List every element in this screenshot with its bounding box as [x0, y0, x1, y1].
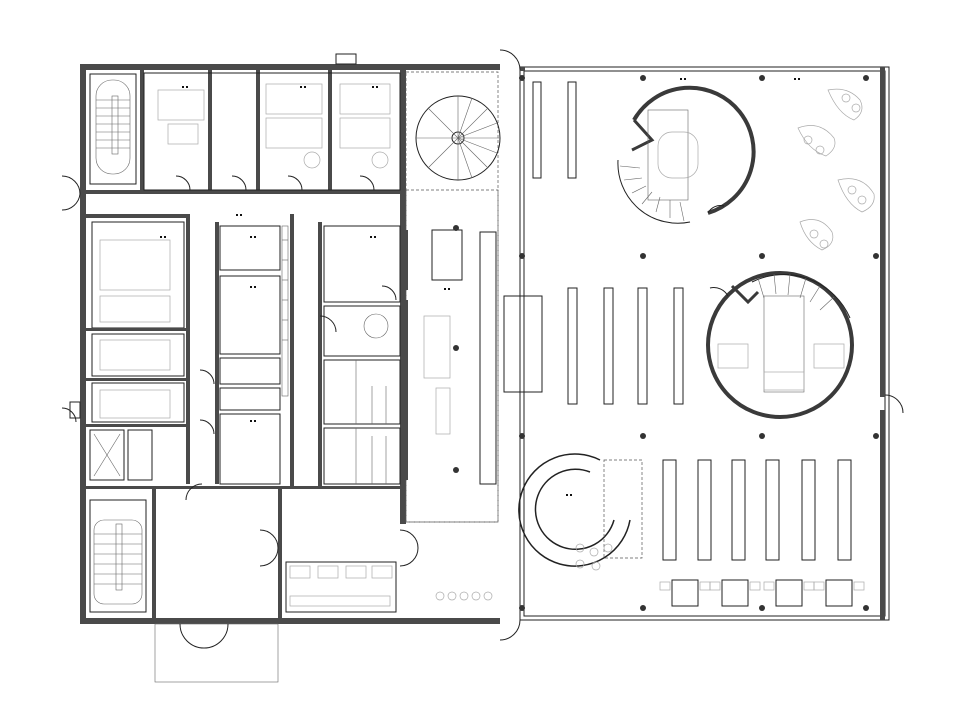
round-pavilion-bottom	[518, 453, 643, 571]
wall-box	[69, 401, 81, 419]
outer-walls	[80, 64, 890, 683]
doors	[61, 49, 904, 649]
bookshelves	[532, 81, 852, 561]
room-markers	[160, 78, 800, 496]
roof-vent	[335, 53, 357, 65]
office-furniture	[99, 83, 451, 435]
round-pavilion-middle	[706, 271, 854, 419]
west-block	[86, 70, 402, 619]
round-pavilion-top	[617, 85, 756, 224]
lounge-seating	[797, 88, 875, 251]
columns	[453, 75, 879, 611]
study-tables	[435, 579, 865, 607]
central-atrium	[404, 71, 543, 523]
